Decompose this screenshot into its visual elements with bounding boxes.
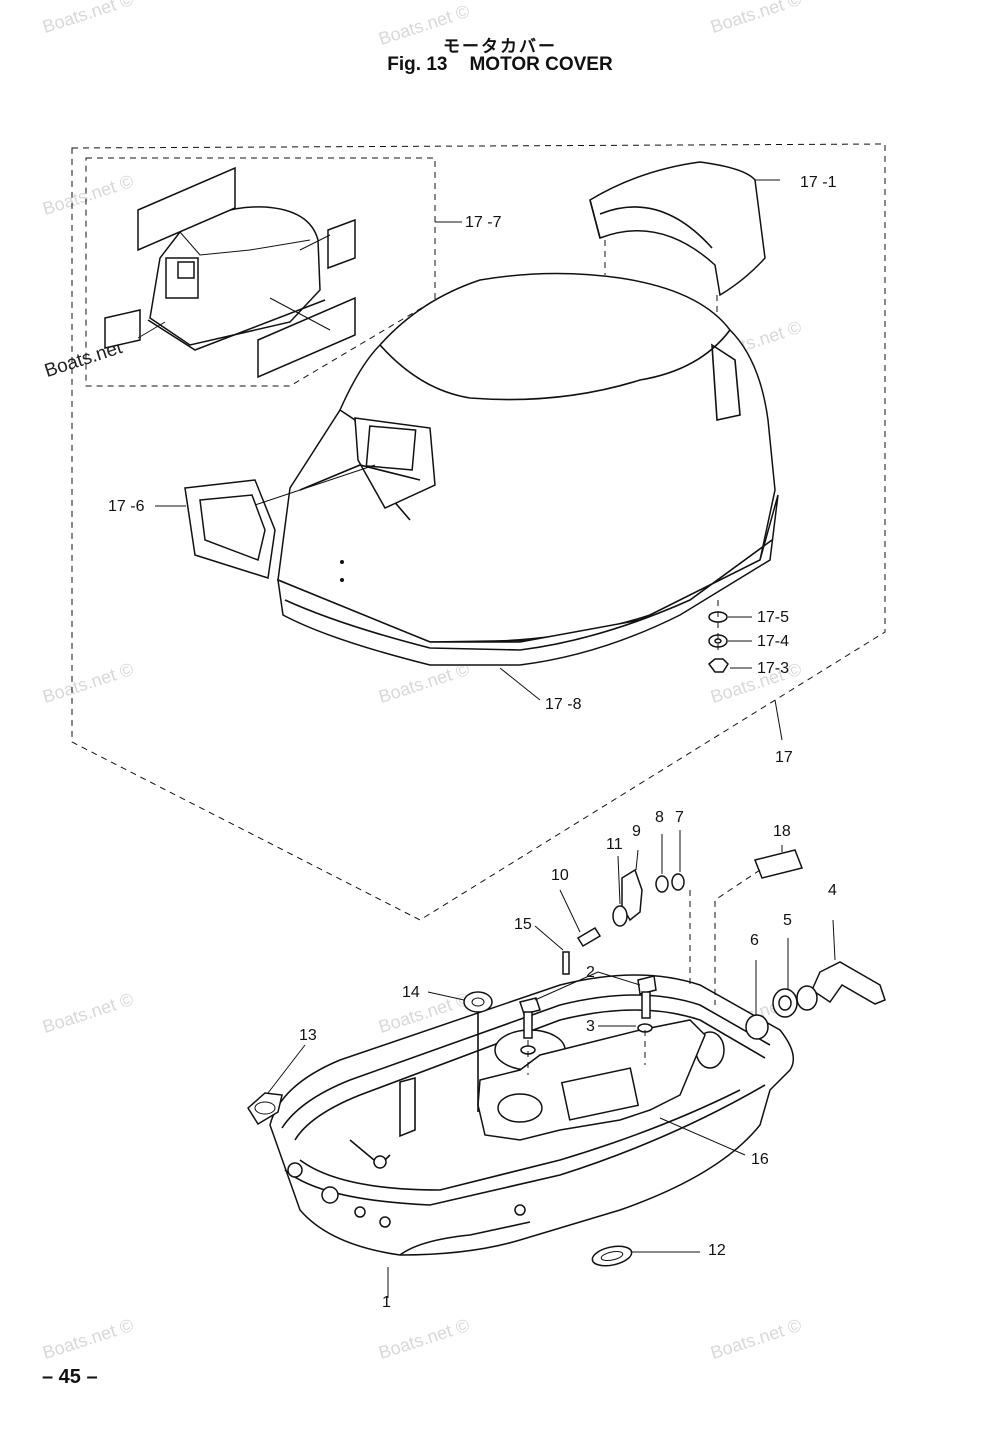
callout-5: 5 [783,912,792,929]
callout-14: 14 [402,984,420,1001]
callout-2: 2 [586,964,595,981]
callout-18: 18 [773,823,791,840]
callout-8: 8 [655,809,664,826]
grommet-12 [591,1245,633,1267]
lever-4-and-bushings [714,845,886,1040]
grommet-13 [247,1092,283,1126]
grommet-14 [463,991,493,1013]
screw-10 [576,926,602,948]
bushing-6 [745,1014,769,1040]
decal-small [104,309,141,349]
bolts-2-washers-3 [519,971,657,1075]
hardware-17-3-17-5 [707,600,752,673]
gasket-16 [477,1019,746,1156]
washer-11 [612,905,628,927]
callout-17-6: 17 -6 [108,498,145,515]
callout-6: 6 [750,932,759,949]
decal-side [327,218,356,270]
grommets-12-13-14 [247,991,700,1267]
callout-9: 9 [632,823,641,840]
callout-1: 1 [382,1294,391,1311]
figure-title: Fig. 13 MOTOR COVER [0,54,1000,76]
motor-cover-17-8 [277,272,783,741]
callout-17: 17 [775,749,793,766]
callout-13: 13 [299,1027,317,1044]
callout-11: 11 [606,836,623,853]
callout-17-4: 17-4 [757,633,790,650]
washer-7 [671,873,685,891]
callout-17-7: 17 -7 [465,214,502,231]
callout-17-3: 17-3 [757,660,790,677]
callout-7: 7 [675,809,684,826]
callout-17-5: 17-5 [757,609,790,626]
decal-bottom [257,296,356,379]
callout-4: 4 [828,882,837,899]
callout-10: 10 [551,867,569,884]
callout-15: 15 [514,916,532,933]
small-fittings-7-11-15 [534,830,691,985]
assembly-17-dashed-boundary [71,143,886,921]
callout-17-1: 17 -1 [800,174,837,191]
washer-8 [655,875,669,893]
title-japanese: モータカバー [443,37,557,57]
callout-16: 16 [751,1151,769,1168]
label-18 [753,849,804,879]
decal-top [137,166,236,252]
callout-17-8: 17 -8 [545,696,582,713]
decal-set-17-7-inset [85,157,462,387]
figure-number: Fig. 13 [387,54,448,75]
callout-12: 12 [708,1242,726,1259]
callout-3: 3 [586,1018,595,1035]
pin-15 [562,951,570,975]
page-number: – 45 – [42,1366,98,1388]
figure-name: MOTOR COVER [469,54,613,75]
grommet-17-6 [155,464,376,579]
